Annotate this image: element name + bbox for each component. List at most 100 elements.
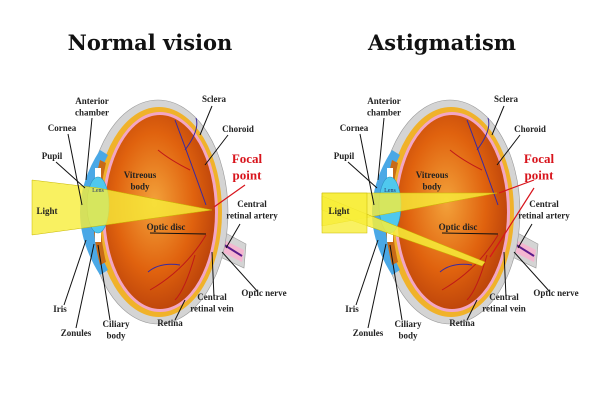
pupil-label: Pupil — [42, 151, 63, 161]
central-retinal-artery-label-line: retinal artery — [518, 210, 570, 220]
retina-leader — [466, 299, 478, 321]
central-retinal-vein-leader — [211, 251, 215, 298]
blood-vessel — [149, 234, 207, 291]
ciliary-body-leader — [97, 244, 111, 321]
sclera-leader — [199, 105, 213, 136]
ciliary-body-label-line: Ciliary — [103, 319, 130, 329]
anterior-chamber-label-line: Anterior — [75, 96, 109, 106]
pupil-leader — [55, 161, 86, 189]
optic-nerve-label: Optic nerve — [533, 288, 578, 298]
choroid-label: Choroid — [514, 124, 546, 134]
iris-label: Iris — [345, 304, 359, 314]
iris-leader — [355, 239, 379, 306]
anterior-chamber-label-line: Anterior — [367, 96, 401, 106]
focal-point-label-line: point — [525, 167, 555, 182]
lens-label: Lens — [384, 188, 396, 194]
optic-nerve-leader — [221, 251, 259, 293]
anterior-chamber-label-line: chamber — [367, 107, 401, 117]
vitreous-body — [397, 115, 507, 309]
ciliary-body-label-line: body — [398, 330, 418, 340]
vitreous-body-label-line: body — [422, 181, 442, 191]
focal-point-arrow — [213, 184, 246, 208]
blood-vessel — [466, 254, 488, 301]
ciliary-body-top — [95, 168, 101, 182]
sclera-leader — [491, 105, 505, 136]
optic-disc-leader — [441, 232, 499, 235]
zonules-leader — [75, 243, 95, 329]
choroid-label: Choroid — [222, 124, 254, 134]
choroid-leader — [204, 134, 229, 166]
blood-vessel — [157, 149, 191, 171]
blood-vessel — [174, 254, 196, 301]
vitreous-body-label-line: Vitreous — [416, 170, 449, 180]
vitreous-body-label-line: body — [130, 181, 150, 191]
anterior-chamber-leader — [85, 117, 93, 181]
pupil-label: Pupil — [334, 151, 355, 161]
central-retinal-vein-label-line: retinal vein — [482, 303, 526, 313]
iris-label: Iris — [53, 304, 67, 314]
vitreous-body-label-line: Vitreous — [124, 170, 157, 180]
central-retinal-vein-label-line: retinal vein — [190, 303, 234, 313]
cornea — [80, 150, 108, 275]
focal-point-label-line: Focal — [524, 151, 555, 166]
cornea-label: Cornea — [48, 123, 77, 133]
ciliary-body-top — [387, 168, 393, 182]
focal-point-label-line: point — [233, 167, 263, 182]
panel-title: Astigmatism — [367, 30, 516, 55]
sclera-label: Sclera — [494, 94, 518, 104]
lens-label: Lens — [92, 188, 104, 194]
retina-label: Retina — [449, 318, 475, 328]
focal-point-label-line: Focal — [232, 151, 263, 166]
choroid-leader — [496, 134, 521, 166]
panel-title: Normal vision — [68, 30, 233, 55]
zonules-label: Zonules — [353, 328, 384, 338]
anterior-chamber-label-line: chamber — [75, 107, 109, 117]
blood-vessel — [449, 149, 483, 171]
light-beam-source — [321, 192, 368, 234]
ciliary-body-bottom — [95, 228, 101, 242]
blood-vessel — [147, 263, 181, 273]
cornea-leader — [67, 133, 83, 206]
optic-nerve-label: Optic nerve — [241, 288, 286, 298]
central-retinal-vein-leader — [503, 251, 507, 298]
iris-leader — [63, 239, 87, 306]
retina-leader — [174, 299, 186, 321]
cornea-leader — [359, 133, 375, 206]
focal-point-arrow-upper — [498, 179, 535, 194]
anterior-chamber-leader — [377, 117, 385, 181]
cornea — [372, 150, 400, 275]
central-retinal-artery-leader — [517, 223, 533, 249]
ciliary-body-leader — [389, 244, 403, 321]
ciliary-body-label-line: Ciliary — [395, 319, 422, 329]
central-retinal-artery-label-line: Central — [529, 199, 559, 209]
optic-disc-leader — [149, 232, 207, 235]
central-retinal-vein-label-line: Central — [489, 292, 519, 302]
retina-label: Retina — [157, 318, 183, 328]
central-retinal-artery-label-line: retinal artery — [226, 210, 278, 220]
optic-disc-label: Optic disc — [147, 222, 186, 232]
light-beam — [31, 179, 213, 236]
zonules-leader — [367, 243, 387, 329]
central-retinal-vein-label-line: Central — [197, 292, 227, 302]
sclera-label: Sclera — [202, 94, 226, 104]
light-label: Light — [36, 206, 57, 216]
light-label: Light — [328, 206, 349, 216]
blood-vessel — [441, 234, 499, 291]
zonules-label: Zonules — [61, 328, 92, 338]
ciliary-body-bottom — [387, 228, 393, 242]
